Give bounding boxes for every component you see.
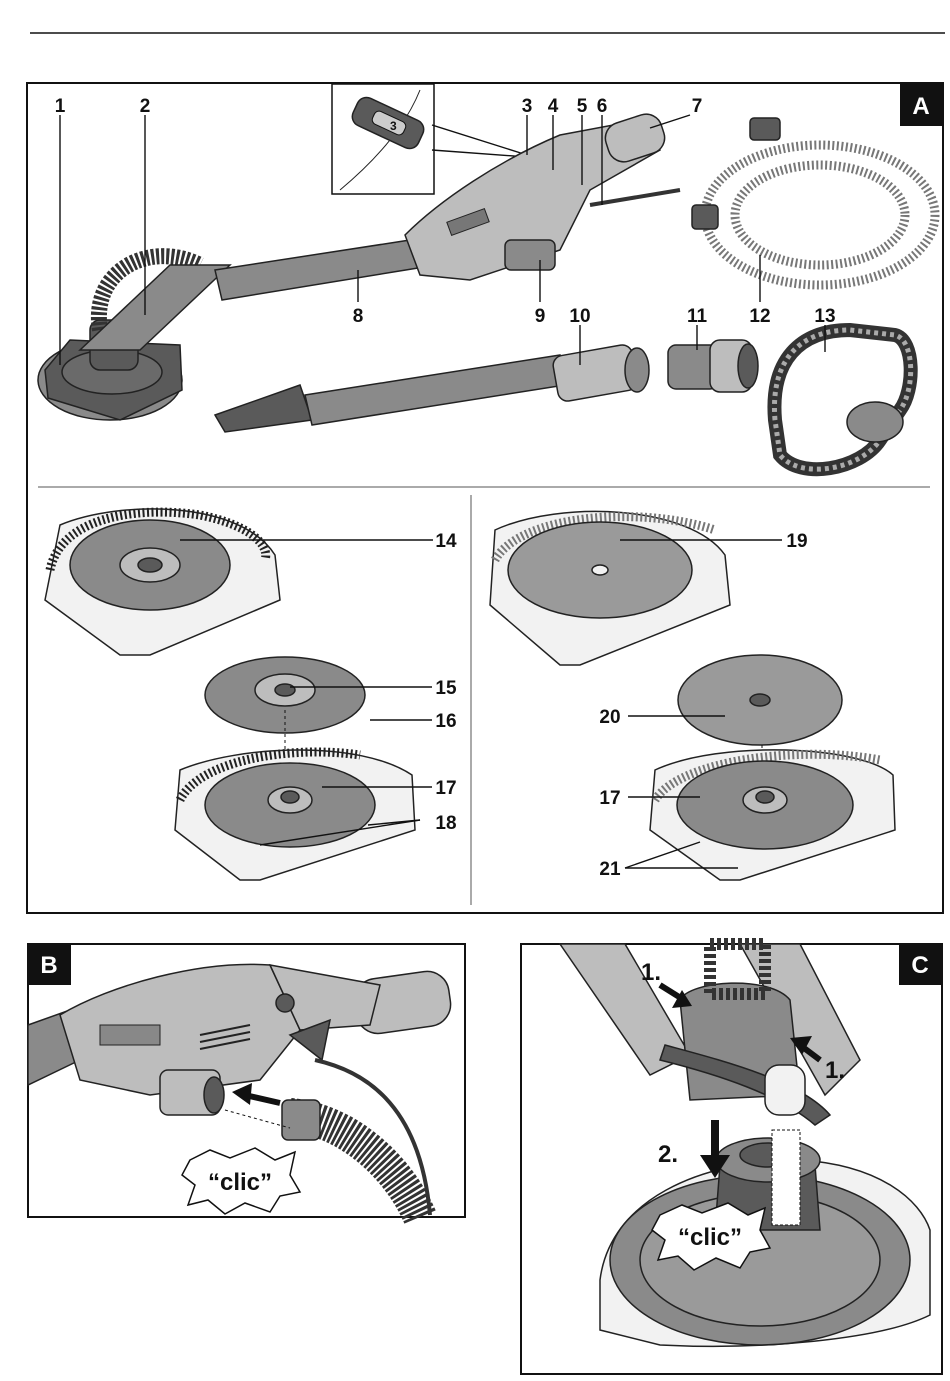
callout-2: 2	[140, 96, 151, 117]
c-step-1b: 1.	[825, 1057, 845, 1084]
callout-6: 6	[597, 96, 608, 117]
callout-9: 9	[535, 306, 546, 327]
callout-11: 11	[687, 306, 708, 327]
svg-text:3: 3	[390, 119, 397, 133]
callout-14: 14	[435, 531, 457, 552]
callout-8: 8	[353, 306, 364, 327]
panel-a: A 3	[27, 83, 943, 913]
panel-c: C 1. 1. 2. “clic”	[521, 944, 942, 1374]
callout-5: 5	[577, 96, 588, 117]
callout-21: 21	[599, 859, 621, 880]
panel-b-tag: B	[40, 952, 57, 979]
callout-17-right: 17	[599, 788, 620, 809]
callout-18: 18	[435, 813, 456, 834]
callout-1: 1	[55, 96, 66, 117]
c-clic-text: “clic”	[678, 1224, 742, 1251]
callout-17-left: 17	[435, 778, 456, 799]
c-step-2: 2.	[658, 1141, 678, 1168]
panel-a-tag: A	[912, 93, 929, 120]
callout-13: 13	[814, 306, 835, 327]
adapter	[668, 340, 758, 392]
hose-connector-clamp	[505, 240, 555, 270]
callout-4: 4	[548, 96, 559, 117]
panel-c-tag: C	[911, 952, 928, 979]
callout-12: 12	[749, 306, 770, 327]
callout-3: 3	[522, 96, 533, 117]
callout-10: 10	[569, 306, 590, 327]
b-clic-text: “clic”	[208, 1169, 272, 1196]
callout-20: 20	[599, 707, 620, 728]
callout-15: 15	[435, 678, 457, 699]
panel-b: B “clic”	[28, 944, 465, 1217]
c-step-1a: 1.	[641, 959, 661, 986]
callout-7: 7	[692, 96, 703, 117]
callout-19: 19	[786, 531, 807, 552]
callout-16: 16	[435, 711, 456, 732]
